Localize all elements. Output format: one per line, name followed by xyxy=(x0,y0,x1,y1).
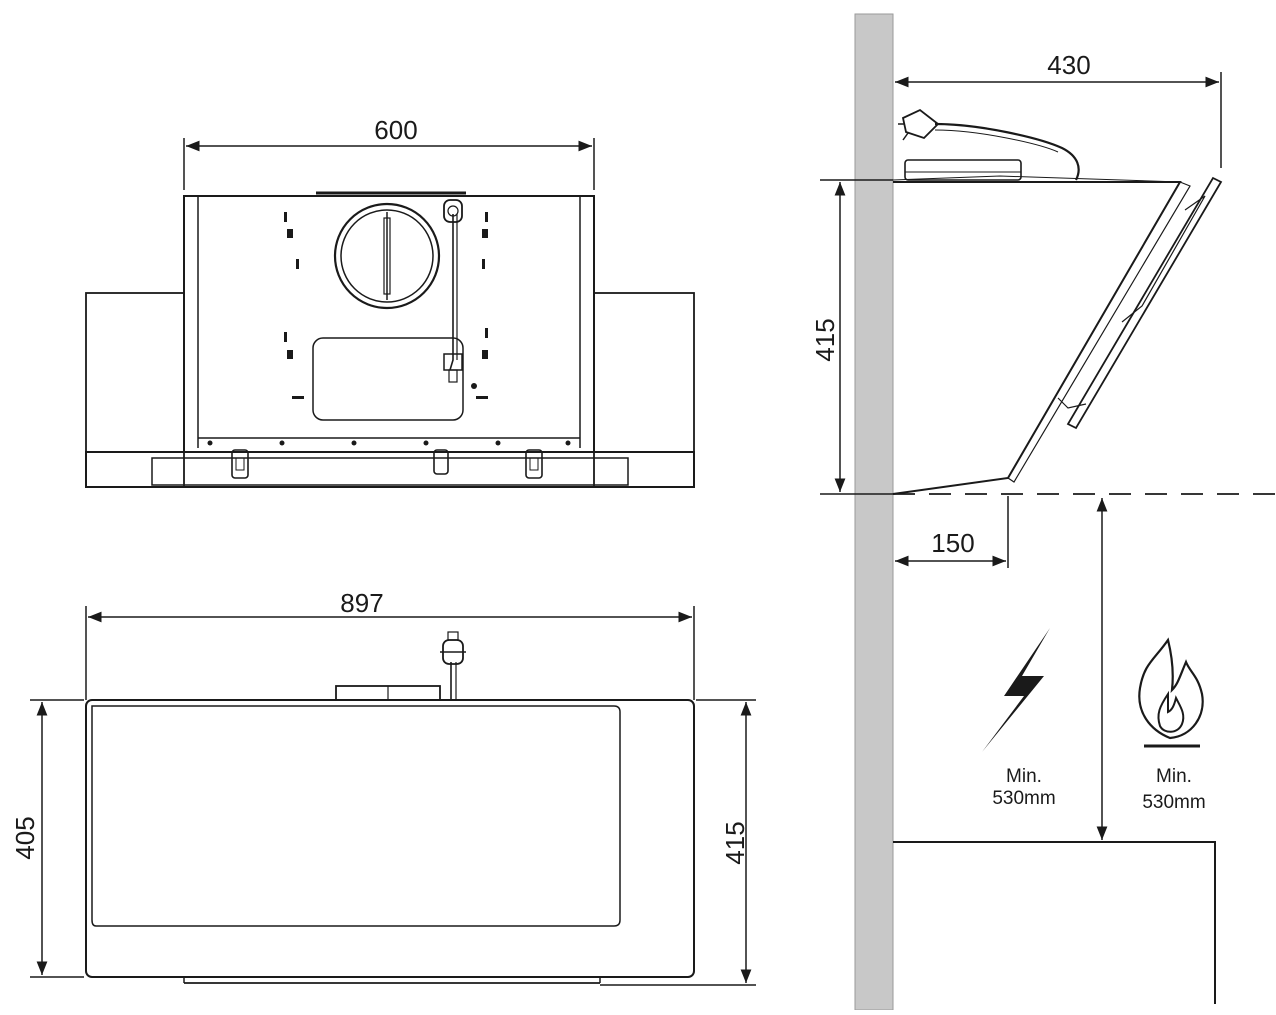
hood-top-body xyxy=(183,195,595,453)
dimension-label-430: 430 xyxy=(1047,50,1090,80)
power-plug-front xyxy=(440,631,466,700)
base-clips xyxy=(231,449,543,479)
dimension-front-height-left: 405 xyxy=(10,699,84,978)
dimension-label-897: 897 xyxy=(340,588,383,618)
electric-min-label: Min. xyxy=(1006,766,1042,787)
dimension-label-150: 150 xyxy=(931,528,974,558)
dimension-top-width: 600 xyxy=(183,115,595,190)
electric-distance-label: 530mm xyxy=(992,788,1055,809)
top-view: 600 xyxy=(85,115,695,488)
dimension-side-depth: 430 xyxy=(895,50,1222,168)
gas-hob-icon xyxy=(1138,637,1204,748)
hood-base-strip xyxy=(85,451,695,488)
cooktop-counter xyxy=(893,841,1216,1004)
power-cord-top xyxy=(443,199,463,383)
wall xyxy=(854,13,894,1011)
hood-front-body xyxy=(85,699,695,978)
mounting-slots xyxy=(284,212,488,399)
dimension-label-415-front: 415 xyxy=(720,821,750,864)
dimension-label-600: 600 xyxy=(374,115,417,145)
dimension-label-415-side: 415 xyxy=(810,318,840,361)
dimension-side-height: 415 xyxy=(810,179,893,495)
dimension-front-width: 897 xyxy=(85,588,695,700)
dimension-front-height-right: 415 xyxy=(600,699,756,986)
side-glass-panel xyxy=(1066,176,1223,430)
front-view: 897 405 415 xyxy=(10,588,756,986)
filter-panel xyxy=(312,337,464,421)
dimension-side-clearance: 150 xyxy=(895,496,1009,568)
dimension-label-405: 405 xyxy=(10,816,40,859)
glass-panel xyxy=(91,705,621,927)
gas-min-label: Min. xyxy=(1156,766,1192,787)
power-cord-side xyxy=(898,108,1080,181)
gas-distance-label: 530mm xyxy=(1142,792,1205,813)
side-view: 430 415 xyxy=(810,13,1276,1011)
side-motor-housing xyxy=(904,159,1022,181)
hood-side-profile xyxy=(892,181,1182,495)
electric-hob-icon xyxy=(982,628,1050,752)
screw-holes-row xyxy=(207,440,571,446)
duct-outlet xyxy=(333,202,441,310)
